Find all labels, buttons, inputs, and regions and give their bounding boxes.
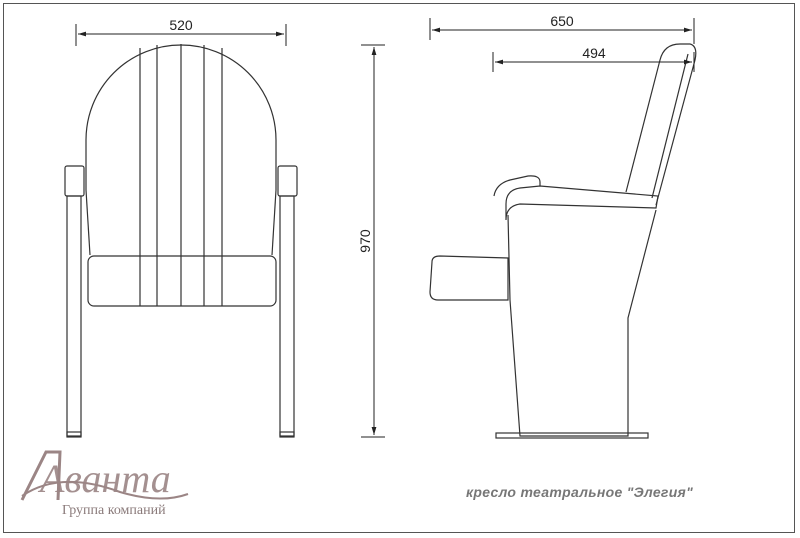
front-seat bbox=[87, 255, 277, 307]
dim-label-height: 970 bbox=[357, 229, 373, 253]
right-armrest-cap bbox=[277, 165, 298, 197]
drawing-caption: кресло театральное "Элегия" bbox=[466, 484, 694, 500]
logo-brand: Аванта bbox=[37, 456, 171, 501]
side-panel bbox=[507, 209, 657, 437]
dim-label-side-depth: 650 bbox=[550, 13, 574, 29]
side-view bbox=[429, 43, 697, 439]
dimensions bbox=[75, 18, 695, 438]
left-armrest-cap bbox=[64, 165, 85, 197]
side-base-plate bbox=[495, 432, 649, 439]
logo-swoosh-icon bbox=[21, 480, 189, 500]
logo-tagline: Группа компаний bbox=[62, 503, 166, 518]
right-foot bbox=[279, 431, 295, 438]
left-foot bbox=[66, 431, 82, 438]
drawing-frame bbox=[3, 3, 795, 533]
side-seat bbox=[429, 255, 509, 301]
company-logo: Аванта Группа компаний bbox=[20, 450, 189, 518]
dim-label-front-width: 520 bbox=[169, 17, 193, 33]
dim-label-seat-depth: 494 bbox=[582, 45, 606, 61]
side-backrest bbox=[625, 43, 697, 206]
right-leg bbox=[279, 195, 295, 437]
left-leg bbox=[66, 195, 82, 437]
front-view bbox=[64, 44, 298, 438]
dimension-labels: 520 650 494 970 bbox=[169, 13, 606, 253]
side-armrest bbox=[505, 185, 659, 221]
